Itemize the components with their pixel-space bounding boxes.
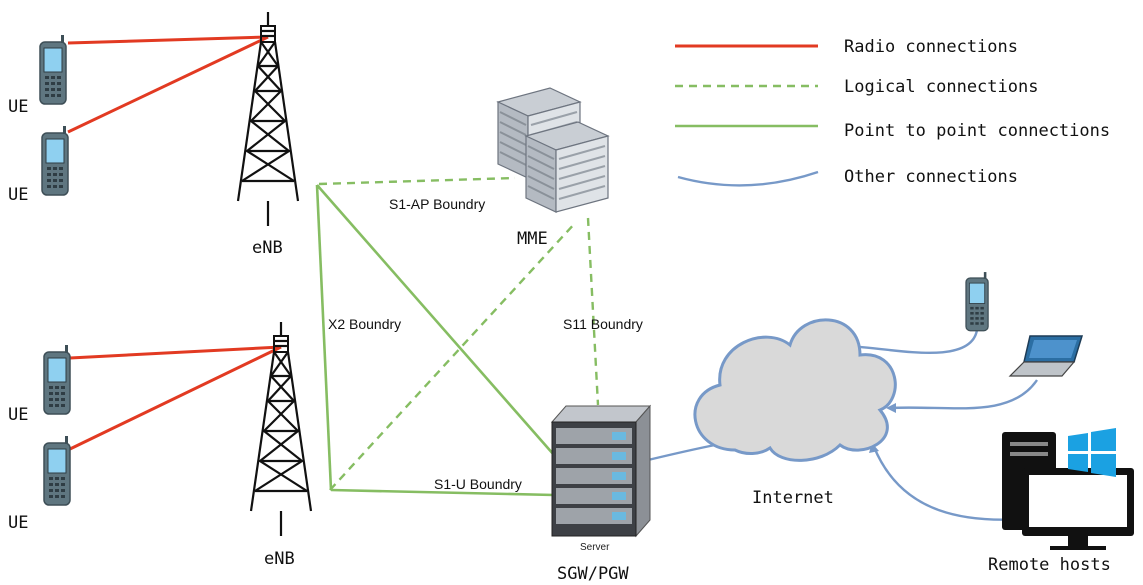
legend-other-swatch [677,170,819,187]
enb-tower-icon [236,10,300,228]
s1u-link-top [316,184,555,456]
logical-links [318,176,600,491]
windows-logo-icon [1068,428,1116,477]
radio-link-ue3 [69,345,282,360]
x2-link [315,184,333,491]
arrowhead [886,403,896,413]
remote-phone-icon [965,271,989,332]
enb-label: eNB [264,549,295,569]
s1ap-link-bottom [329,221,577,491]
s1u-link-bottom [330,488,555,497]
ue-label: UE [8,405,28,425]
ue-phone-icon [43,435,71,506]
s1ap-boundary-label: S1-AP Boundry [389,196,485,212]
ue-phone-icon [39,34,67,105]
ue-label: UE [8,185,28,205]
server-caption: Server [580,542,610,553]
s11-boundary-label: S11 Boundry [563,316,643,332]
enb-tower-icon [249,320,313,538]
s1u-boundary-label: S1-U Boundry [434,476,522,492]
enb-label: eNB [252,238,283,258]
internet-cloud-icon [693,318,897,462]
x2-boundary-label: X2 Boundry [328,316,401,332]
legend-p2p-label: Point to point connections [844,121,1110,141]
desktop-computer-icon [1002,432,1134,550]
point-to-point-links [315,184,555,497]
radio-link-ue1 [67,35,269,45]
ue-label: UE [8,97,28,117]
sgw-label: SGW/PGW [557,564,629,584]
legend-radio-label: Radio connections [844,37,1018,57]
legend-logical-label: Logical connections [844,77,1038,97]
mme-server-stack-icon [497,87,609,213]
laptop-icon [1008,335,1084,377]
remote-hosts-label: Remote hosts [988,555,1111,575]
ue-phone-icon [43,344,71,415]
radio-link-ue2 [67,35,269,134]
s11-link [586,217,600,406]
radio-link-ue4 [69,345,282,451]
mme-label: MME [517,229,548,249]
ue-label: UE [8,513,28,533]
ue-phone-icon [41,125,69,196]
legend-other-label: Other connections [844,167,1018,187]
sgw-rack-server-icon [550,404,652,538]
server-internet-link [647,443,716,462]
radio-links [67,35,282,451]
s1ap-link [318,176,516,186]
internet-label: Internet [752,488,834,508]
legend: Radio connections Logical connections Po… [675,37,1110,187]
laptop-internet-link [889,379,1038,410]
